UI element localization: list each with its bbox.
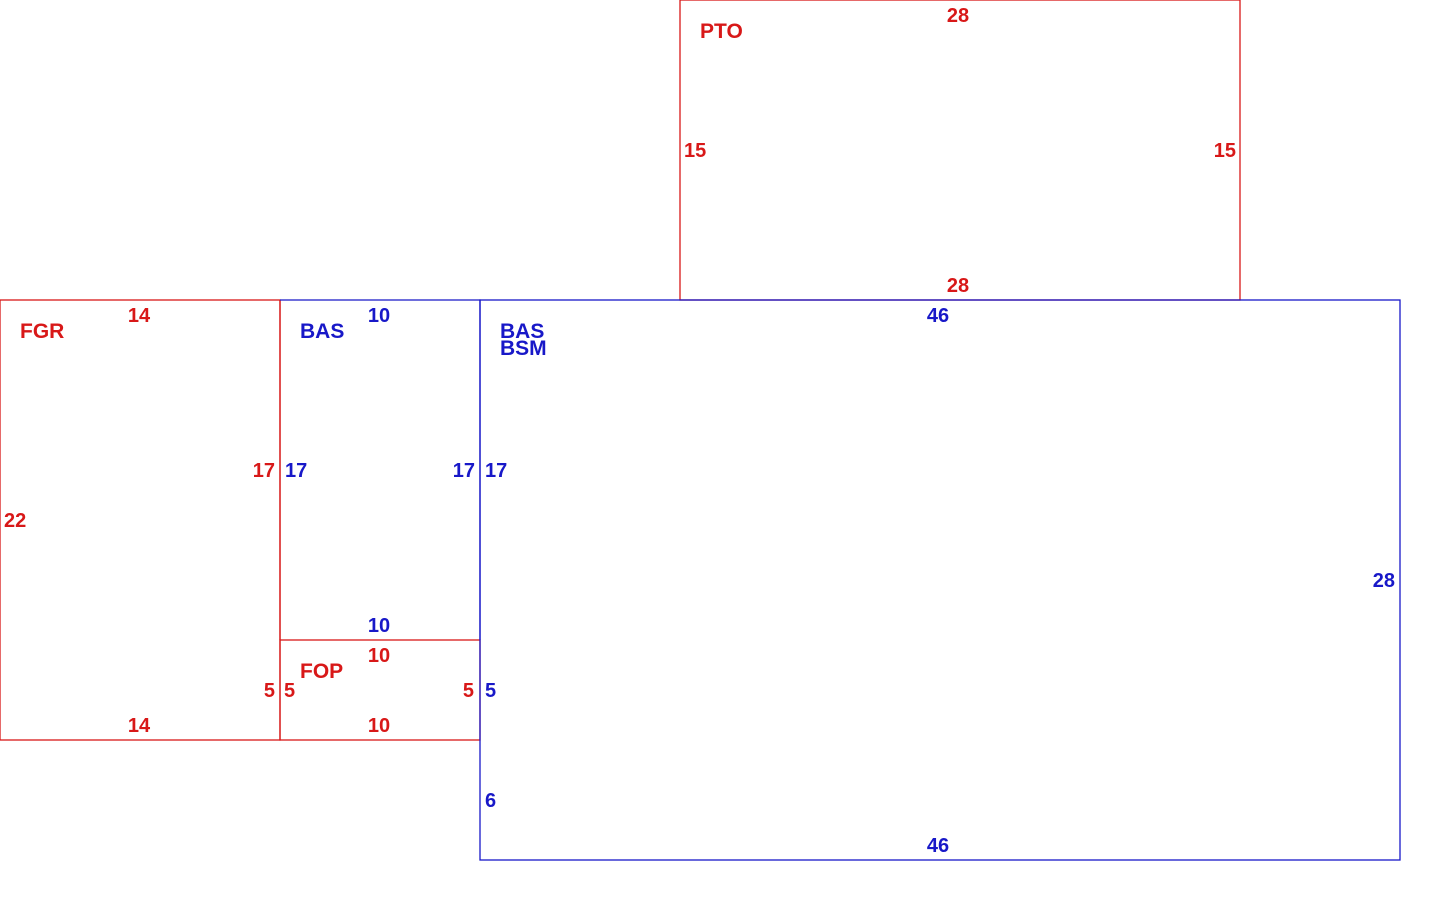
fgr-dim-right-lower: 5 xyxy=(264,680,275,702)
bas-small-dim-bottom: 10 xyxy=(368,615,390,637)
fgr-outline xyxy=(0,299,281,741)
bas-main-outline xyxy=(479,299,1401,861)
bas-main-dim-left-upper: 17 xyxy=(485,460,507,482)
bas-main-dim-top: 46 xyxy=(927,305,949,327)
fop-label: FOP xyxy=(300,660,343,683)
fop-dim-bottom: 10 xyxy=(368,715,390,737)
pto-dim-top: 28 xyxy=(947,5,969,27)
fop-dim-top: 10 xyxy=(368,645,390,667)
fgr-dim-top: 14 xyxy=(128,305,151,327)
fop-area: FOP 10 10 5 5 xyxy=(284,645,474,737)
bas-small-dim-right: 17 xyxy=(453,460,475,482)
fgr-dim-right-upper: 17 xyxy=(253,460,275,482)
bas-small-dim-left: 17 xyxy=(285,460,307,482)
bas-small-area: BAS 10 10 17 17 xyxy=(285,305,475,637)
fop-dim-right: 5 xyxy=(463,680,474,702)
fop-dim-left: 5 xyxy=(284,680,295,702)
pto-dim-bottom: 28 xyxy=(947,275,969,297)
bas-main-dim-left-lower: 6 xyxy=(485,790,496,812)
bas-main-dim-right: 28 xyxy=(1373,570,1395,592)
fgr-area: FGR 14 14 22 17 5 xyxy=(4,305,275,737)
pto-area: PTO 28 28 15 15 xyxy=(684,5,1236,297)
fgr-dim-left: 22 xyxy=(4,510,26,532)
bas-main-dim-left-mid: 5 xyxy=(485,680,496,702)
bas-main-label: BAS xyxy=(500,320,544,343)
fgr-label: FGR xyxy=(20,320,64,343)
bas-main-area: BAS BSM 46 46 28 17 5 6 xyxy=(485,305,1395,857)
pto-outline xyxy=(679,0,1241,301)
bas-small-outline xyxy=(280,299,481,640)
pto-label: PTO xyxy=(700,20,743,43)
bas-main-dim-bottom: 46 xyxy=(927,835,949,857)
pto-dim-left: 15 xyxy=(684,140,706,162)
bsm-label: BSM xyxy=(500,337,547,360)
bas-small-dim-top: 10 xyxy=(368,305,390,327)
fgr-dim-bottom: 14 xyxy=(128,715,151,737)
bas-small-label: BAS xyxy=(300,320,344,343)
outlines xyxy=(0,0,1401,861)
pto-dim-right: 15 xyxy=(1214,140,1236,162)
